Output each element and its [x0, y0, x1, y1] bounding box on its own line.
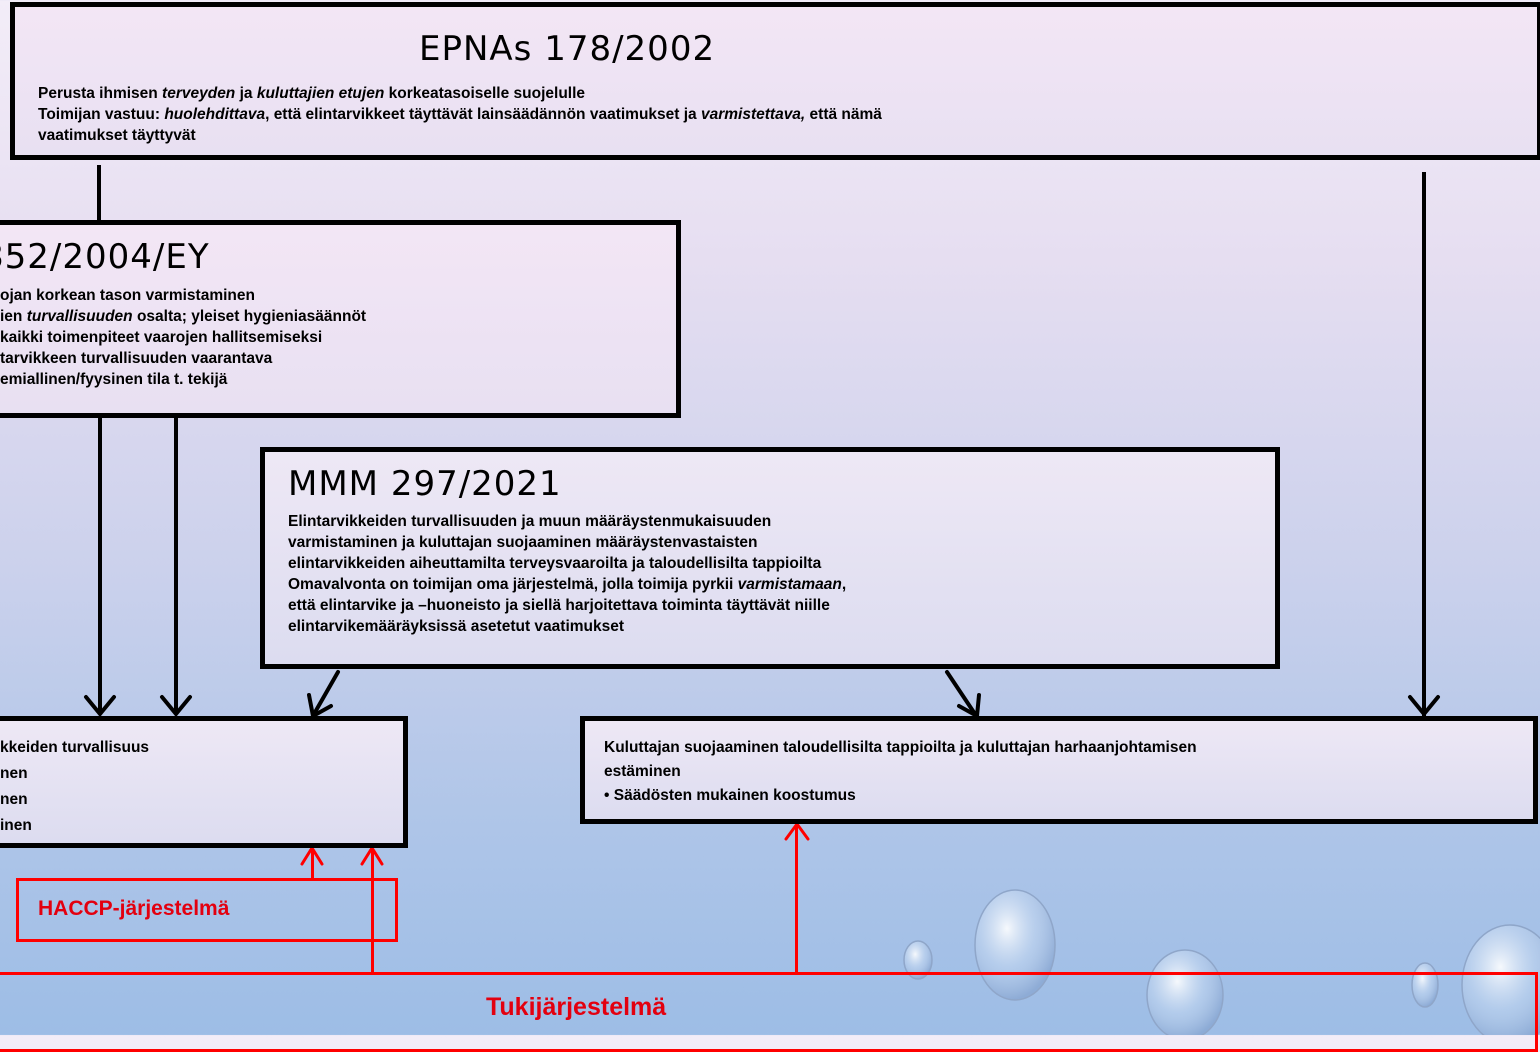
- epnas-line-1: Perusta ihmisen terveyden ja kuluttajien…: [38, 85, 586, 102]
- mmm-line-4: Omavalvonta on toimijan oma järjestelmä,…: [288, 576, 847, 593]
- epnas-box: EPNAs 178/2002 Perusta ihmisen terveyden…: [10, 2, 1540, 160]
- red-line-support-safety: [371, 850, 374, 975]
- mmm-line-1: Elintarvikkeiden turvallisuuden ja muun …: [288, 513, 772, 530]
- support-box: Tukijärjestelmä: [0, 972, 1538, 1052]
- consumer-box: Kuluttajan suojaaminen taloudellisilta t…: [580, 716, 1538, 824]
- safety-line-1: kkeiden turvallisuus: [0, 739, 150, 756]
- epnas-line-2: Toimijan vastuu: huolehdittava, että eli…: [38, 106, 882, 123]
- mmm-box: MMM 297/2021 Elintarvikkeiden turvallisu…: [260, 447, 1280, 669]
- connector-852-safety-a: [98, 418, 102, 713]
- safety-line-4: inen: [0, 817, 32, 834]
- arrow-head: [160, 695, 192, 718]
- connector-epnas-852: [97, 165, 101, 222]
- haccp-label: HACCP-järjestelmä: [38, 897, 230, 920]
- red-arrow-head: [784, 821, 810, 841]
- mmm-line-5: että elintarvike ja –huoneisto ja siellä…: [288, 597, 830, 614]
- droplet: [1146, 949, 1224, 1035]
- connector-epnas-consumer: [1422, 172, 1426, 717]
- arrow-head: [84, 695, 116, 718]
- ey852-line-4: tarvikkeen turvallisuuden vaarantava: [0, 350, 273, 367]
- mmm-line-6: elintarvikemääräyksissä asetetut vaatimu…: [288, 618, 625, 635]
- red-arrow-head: [300, 845, 324, 866]
- ey852-box: 852/2004/EY ojan korkean tason varmistam…: [0, 220, 681, 418]
- mmm-line-3: elintarvikkeiden aiheuttamilta terveysva…: [288, 555, 822, 572]
- mmm-line-2: varmistaminen ja kuluttajan suojaaminen …: [288, 534, 758, 551]
- red-line-haccp: [311, 850, 314, 880]
- ey852-line-2: ien turvallisuuden osalta; yleiset hygie…: [0, 308, 367, 325]
- mmm-title: MMM 297/2021: [288, 464, 562, 504]
- safety-box: kkeiden turvallisuus nen nen inen: [0, 716, 408, 848]
- support-label: Tukijärjestelmä: [486, 993, 667, 1021]
- ey852-title: 852/2004/EY: [0, 237, 210, 277]
- safety-line-3: nen: [0, 791, 28, 808]
- consumer-line-2: estäminen: [604, 763, 681, 780]
- epnas-title: EPNAs 178/2002: [419, 29, 716, 69]
- arrow-shaft: [945, 670, 977, 716]
- ey852-line-5: emiallinen/fyysinen tila t. tekijä: [0, 371, 228, 388]
- safety-line-2: nen: [0, 765, 28, 782]
- ey852-line-3: kaikki toimenpiteet vaarojen hallitsemis…: [0, 329, 323, 346]
- red-arrow-head: [360, 845, 384, 866]
- droplet: [1461, 924, 1540, 1035]
- consumer-line-3: • Säädösten mukainen koostumus: [604, 787, 856, 804]
- ey852-line-1: ojan korkean tason varmistaminen: [0, 287, 255, 304]
- haccp-box: HACCP-järjestelmä: [16, 878, 398, 942]
- consumer-line-1: Kuluttajan suojaaminen taloudellisilta t…: [604, 739, 1197, 756]
- epnas-line-3: vaatimukset täyttyvät: [38, 127, 196, 144]
- connector-852-safety-b: [174, 418, 178, 713]
- arrow-head: [1408, 695, 1440, 718]
- arrow-shaft: [312, 670, 340, 716]
- droplet: [903, 940, 933, 980]
- red-line-support-consumer: [795, 826, 798, 975]
